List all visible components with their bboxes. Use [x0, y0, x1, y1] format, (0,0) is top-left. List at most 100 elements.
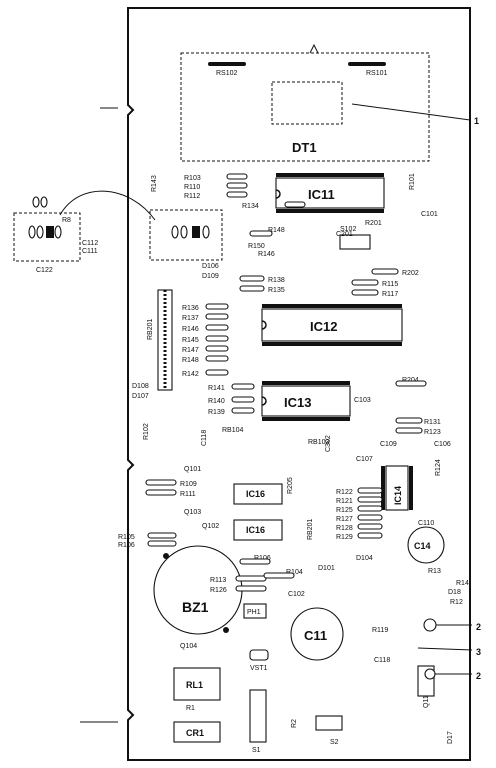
component-label: R205	[287, 477, 294, 494]
component-label: R121	[336, 498, 353, 505]
resistor-body	[351, 279, 379, 286]
resistor-body	[357, 496, 383, 503]
resistor-body	[357, 532, 383, 539]
component-label: R109	[180, 481, 197, 488]
resistor-body	[249, 230, 273, 237]
resistor-body	[226, 191, 248, 198]
component-label: R136	[182, 305, 199, 312]
component-label: R126	[210, 587, 227, 594]
ic-label: IC16	[246, 489, 265, 499]
display-dt1: RS102 RS101 DT1	[180, 43, 471, 162]
relay-rl1: RL1	[173, 667, 221, 701]
buzzer-label: BZ1	[182, 599, 209, 615]
ic16-lower: IC16	[233, 519, 283, 541]
resistor-body	[205, 355, 229, 362]
component-label: R142	[182, 371, 199, 378]
component-label: R102	[143, 423, 150, 440]
component-label: R146	[258, 251, 275, 258]
resistor-body	[239, 275, 265, 282]
side-connector: R8 C112 C111 C122	[13, 190, 223, 274]
resistor-body	[395, 380, 427, 387]
resistor-body	[263, 572, 295, 579]
cap-label: C14	[414, 541, 431, 551]
component-label: R146	[182, 326, 199, 333]
component-label: R140	[208, 398, 225, 405]
component-label: Q101	[184, 466, 201, 473]
component-label: R150	[248, 243, 265, 250]
resistor-body	[147, 532, 177, 539]
label: S2	[330, 739, 339, 746]
component-label: R110	[184, 184, 200, 191]
callout: 3	[476, 647, 481, 657]
ic-label: IC13	[284, 395, 311, 410]
label: VST1	[250, 665, 268, 672]
resistor-body	[231, 396, 255, 403]
component-label: R104	[286, 569, 303, 576]
component-label: C302	[325, 435, 332, 452]
component-label: R106	[118, 542, 135, 549]
resistor-body	[357, 514, 383, 521]
label: C112	[82, 240, 98, 247]
resistor-body	[205, 369, 229, 376]
component-label: R113	[210, 577, 226, 584]
component-label: RB201	[307, 518, 314, 540]
component-label: R101	[409, 173, 416, 190]
component-label: D18	[448, 589, 461, 596]
component-label: Q104	[180, 643, 197, 650]
component-label: R105	[118, 534, 135, 541]
component-labels: R103R110R112R134R148R150R146R138R135R201…	[118, 173, 469, 744]
ic-label: IC14	[393, 486, 403, 505]
component-label: D101	[318, 565, 335, 572]
resistor-body	[205, 335, 229, 342]
component-label: R135	[268, 287, 285, 294]
component-label: C103	[354, 397, 371, 404]
callout: 1	[474, 116, 479, 126]
component-label: R145	[182, 337, 199, 344]
resistor-body	[235, 575, 267, 582]
ic-label: IC16	[246, 525, 265, 535]
resistor-body	[205, 345, 229, 352]
resistor-body	[235, 585, 267, 592]
switch-s2: S2	[315, 715, 343, 746]
resistor-body	[226, 173, 248, 180]
callouts: 1 2 3 2	[417, 116, 481, 681]
component-label: D106	[202, 263, 219, 270]
display-pad-label: RS102	[216, 70, 238, 77]
component-label: R141	[208, 385, 225, 392]
resistor-body	[147, 540, 177, 547]
vst1: VST1	[249, 649, 269, 672]
resistor-body	[205, 313, 229, 320]
component-label: R127	[336, 516, 353, 523]
cap-c11: C11	[290, 607, 344, 661]
component-label: D17	[447, 731, 454, 744]
component-label: R14	[456, 580, 469, 587]
component-label: C102	[288, 591, 305, 598]
component-label: C118	[201, 430, 208, 446]
component-label: C106	[434, 441, 451, 448]
component-label: D109	[202, 273, 219, 280]
display-pad-label: RS101	[366, 70, 388, 77]
component-label: D108	[132, 383, 149, 390]
resistor-body	[231, 383, 255, 390]
ic12: IC12	[261, 304, 403, 346]
component-label: R143	[151, 175, 158, 192]
ic16-upper: IC16	[233, 483, 283, 505]
cap-c14: C14	[407, 526, 445, 564]
component-label: C110	[418, 520, 434, 527]
cap-label: C11	[304, 628, 327, 643]
resistor-body	[395, 427, 423, 434]
component-label: RB104	[222, 427, 244, 434]
label: RB201	[147, 318, 154, 340]
component-label: C201	[336, 231, 353, 238]
resistor-body	[239, 285, 265, 292]
resistor-body	[371, 268, 399, 275]
label: Q11	[423, 695, 430, 708]
label: S102	[340, 226, 356, 233]
resistor-body	[239, 558, 271, 565]
label: PH1	[247, 609, 261, 616]
ic14: IC14	[381, 465, 413, 511]
component-label: R128	[336, 525, 353, 532]
component-label: D107	[132, 393, 149, 400]
component-label: R131	[424, 419, 441, 426]
